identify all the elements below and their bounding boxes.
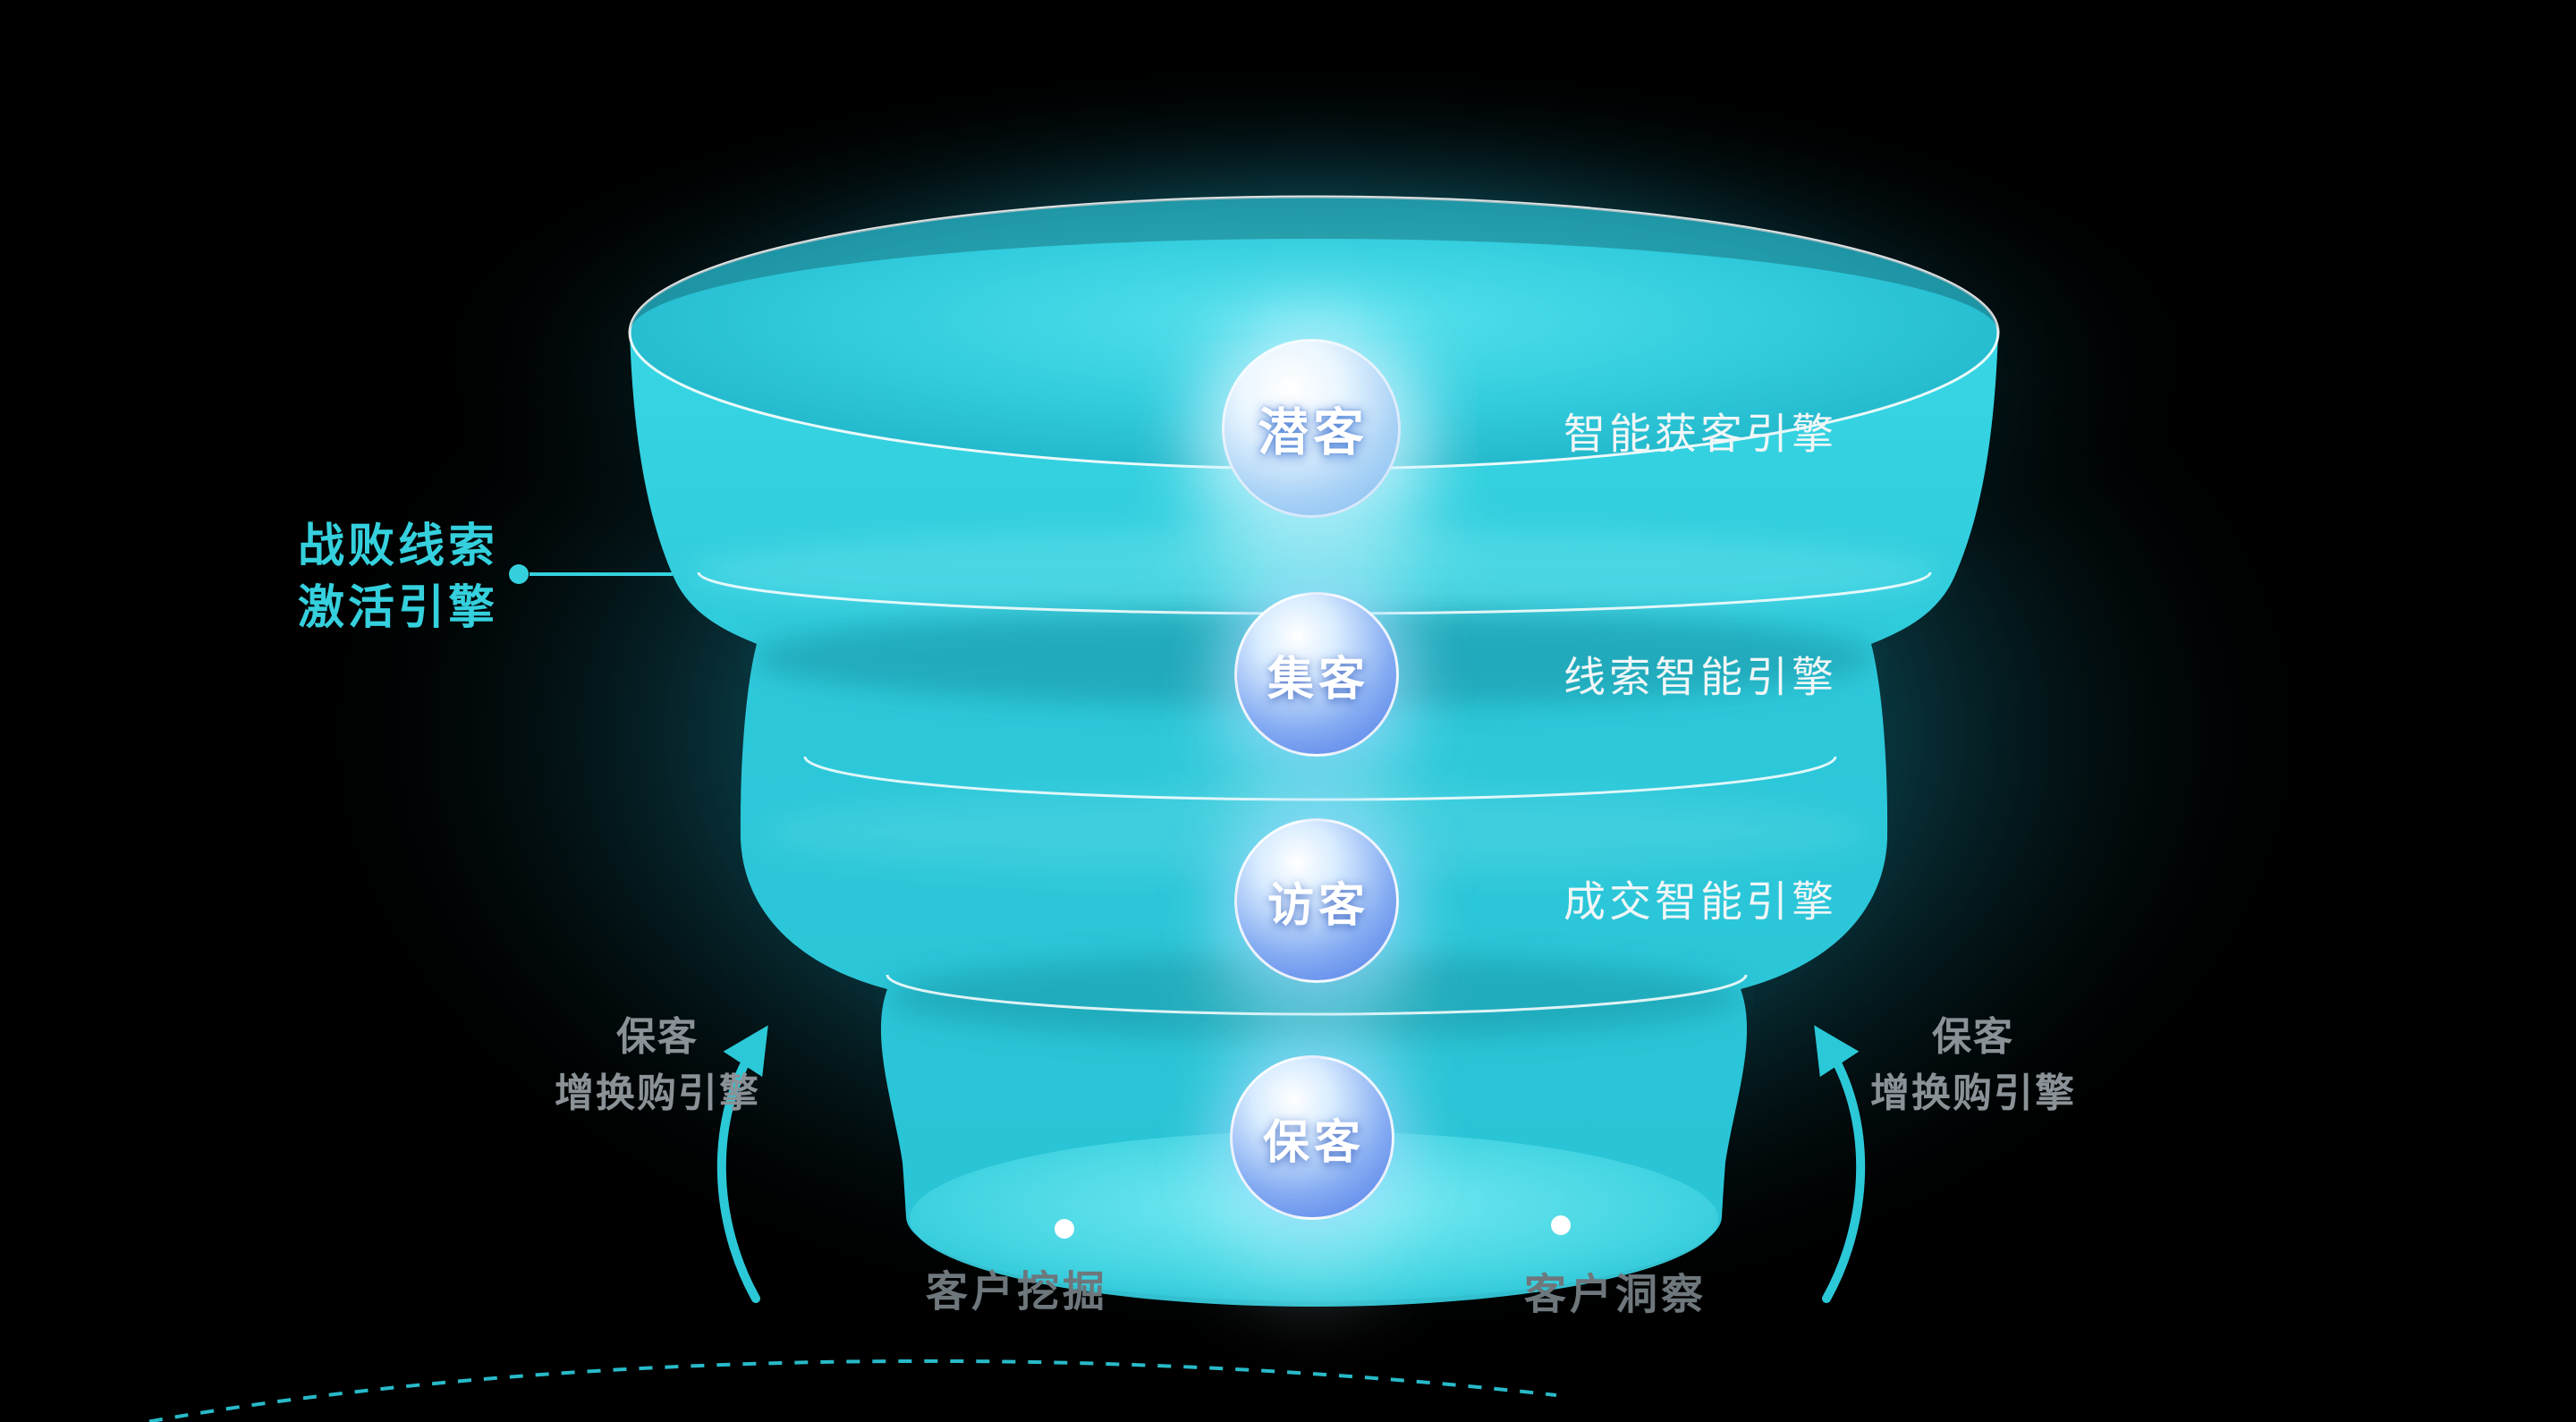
left-callout: 战败线索 激活引擎 [268, 516, 528, 639]
stage-badge-prospect: 潜客 [1222, 339, 1401, 518]
engine-label-deal: 成交智能引擎 [1563, 877, 1837, 926]
bottom-label-insight: 客户洞察 [1524, 1270, 1707, 1318]
side-label-left-line2: 增换购引擎 [555, 1071, 760, 1115]
marker-dot-left [1055, 1219, 1074, 1239]
stage-badge-retain: 保客 [1230, 1055, 1394, 1220]
dashed-flow-line [136, 1359, 1557, 1422]
up-arrow-left [716, 1025, 768, 1303]
stage-badge-retain-label: 保客 [1262, 1116, 1365, 1169]
engine-label-acquisition: 智能获客引擎 [1563, 410, 1837, 458]
side-label-left: 保客 增换购引擎 [501, 1009, 814, 1122]
stage-badge-gather: 集客 [1234, 592, 1399, 757]
funnel-top-inner-shadow [630, 197, 1998, 333]
side-label-right-line2: 增换购引擎 [1870, 1071, 2076, 1115]
side-label-left-line1: 保客 [616, 1015, 699, 1059]
side-label-right-line1: 保客 [1932, 1015, 2014, 1059]
left-callout-line2: 激活引擎 [297, 582, 498, 634]
callout-connector [509, 564, 673, 584]
bottom-label-mining: 客户挖掘 [926, 1267, 1108, 1316]
marker-dot-right [1551, 1215, 1571, 1235]
stage-badge-prospect-label: 潜客 [1258, 404, 1368, 461]
callout-dot [509, 564, 529, 584]
stage-badge-gather-label: 集客 [1267, 653, 1369, 706]
stage-badge-visitor: 访客 [1234, 818, 1399, 983]
stage-badge-visitor-label: 访客 [1267, 879, 1369, 932]
side-label-right: 保客 增换购引擎 [1817, 1009, 2130, 1122]
up-arrow-right [1814, 1025, 1866, 1303]
left-callout-line1: 战败线索 [297, 521, 498, 572]
engine-label-leads: 线索智能引擎 [1563, 653, 1837, 701]
